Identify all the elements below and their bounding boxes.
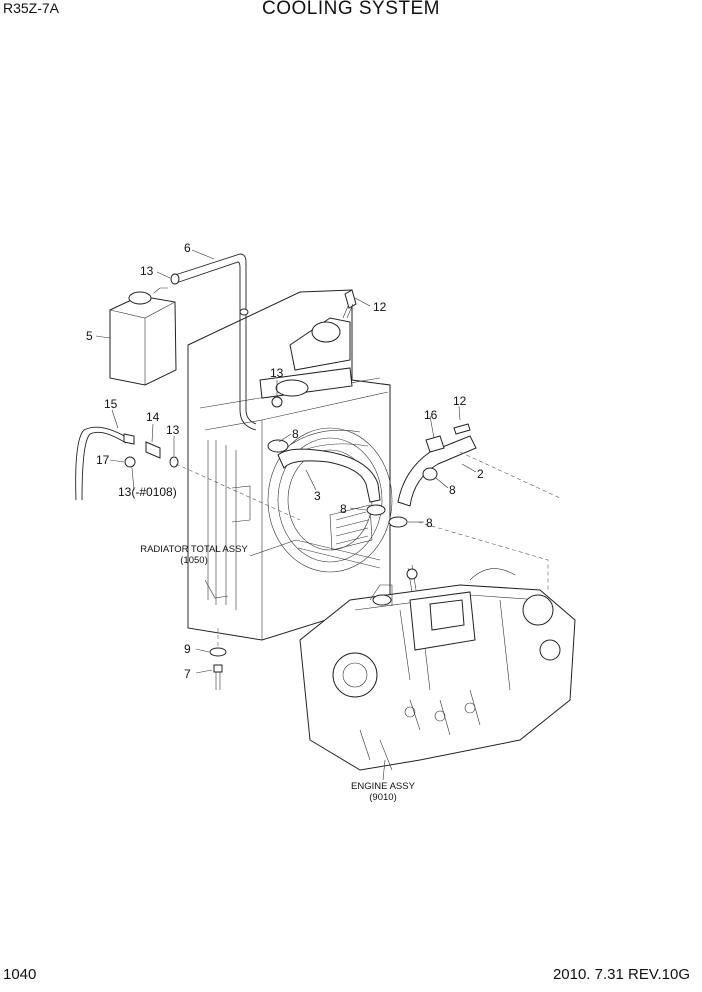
callout-labels: 6 13 12 5 13 8 12 16 15 14 13 17 13(-#01… — [86, 241, 484, 681]
callout-7: 7 — [184, 667, 191, 681]
callout-15: 15 — [104, 397, 118, 411]
bolt-7-washer-9 — [209, 628, 227, 690]
radiator-assy-code: (1050) — [180, 555, 207, 566]
callout-13: 13 — [270, 366, 284, 380]
callout-17: 17 — [96, 453, 110, 467]
callout-5: 5 — [86, 329, 93, 343]
upper-hose — [267, 439, 386, 516]
callout-16: 16 — [424, 408, 438, 422]
callout-14: 14 — [146, 410, 160, 424]
callout-9: 9 — [184, 642, 191, 656]
callout-12: 12 — [453, 394, 467, 408]
lower-hose — [388, 423, 477, 528]
callout-8: 8 — [340, 502, 347, 516]
callout-6: 6 — [184, 241, 191, 255]
callout-8: 8 — [449, 483, 456, 497]
callout-13: 13 — [140, 264, 154, 278]
drain-hose-set — [75, 426, 301, 521]
overflow-hose — [170, 253, 283, 431]
callout-12: 12 — [373, 300, 387, 314]
model-label: R35Z-7A — [3, 0, 60, 16]
callout-13-serial: 13(-#0108) — [118, 485, 177, 499]
revision-date: 2010. 7.31 REV.10G — [552, 966, 690, 983]
page-number: 1040 — [3, 966, 37, 983]
page-title: COOLING SYSTEM — [261, 0, 441, 19]
callout-13: 13 — [166, 423, 180, 437]
reservoir-tank — [109, 287, 177, 386]
bolt-12-top — [342, 289, 357, 319]
leader-lines — [95, 249, 561, 781]
radiator-assy-label: RADIATOR TOTAL ASSY — [140, 544, 248, 555]
callout-8: 8 — [426, 516, 433, 530]
engine-assy-label: ENGINE ASSY — [351, 781, 416, 792]
assembly-labels: RADIATOR TOTAL ASSY (1050) ENGINE ASSY (… — [140, 544, 415, 803]
engine-assembly — [299, 564, 576, 771]
callout-3: 3 — [314, 489, 321, 503]
callout-8: 8 — [292, 427, 299, 441]
radiator-assembly — [187, 289, 393, 641]
engine-assy-code: (9010) — [369, 792, 396, 803]
callout-2: 2 — [477, 467, 484, 481]
